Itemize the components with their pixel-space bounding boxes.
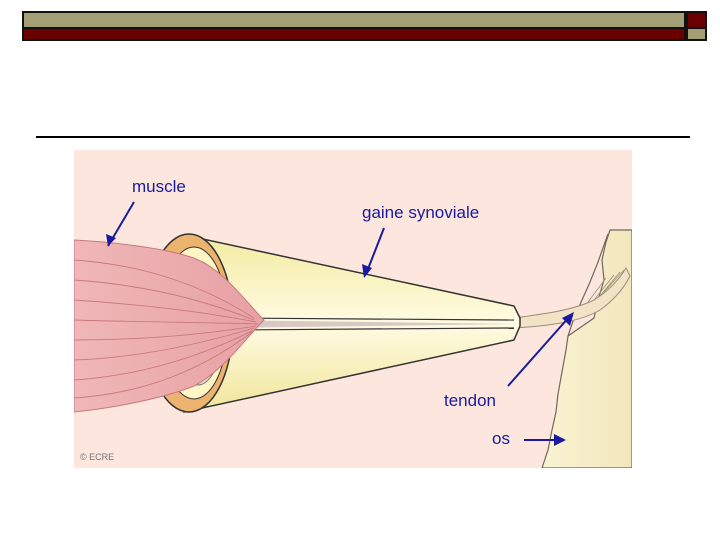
arrow-tendon-head — [562, 312, 574, 326]
sheath-lower-line — [223, 327, 515, 331]
label-muscle: muscle — [132, 177, 186, 196]
arrow-sheath-line — [365, 227, 385, 275]
title-bar-olive — [22, 11, 686, 29]
tendon-core — [220, 320, 520, 328]
title-bar-corner-olive — [686, 29, 707, 41]
sheath-upper-line — [223, 317, 515, 321]
tendon-sheath-diagram: muscle gaine synoviale tendon os © ECRE — [73, 150, 633, 469]
label-bone: os — [492, 429, 510, 448]
arrow-bone-head — [554, 434, 566, 446]
arrow-sheath-head — [362, 264, 372, 278]
arrow-tendon-line — [507, 315, 571, 387]
title-divider — [36, 136, 690, 138]
tendon-fibers — [587, 269, 625, 303]
label-synovial-sheath: gaine synoviale — [362, 203, 479, 222]
arrow-muscle-head — [106, 234, 116, 246]
title-bar-corner-maroon — [686, 11, 707, 29]
muscle-fibers — [73, 259, 259, 399]
title-bar-maroon — [22, 29, 686, 41]
muscle-shape — [73, 239, 265, 413]
label-tendon: tendon — [444, 391, 496, 410]
copyright-mark: © ECRE — [80, 452, 114, 462]
